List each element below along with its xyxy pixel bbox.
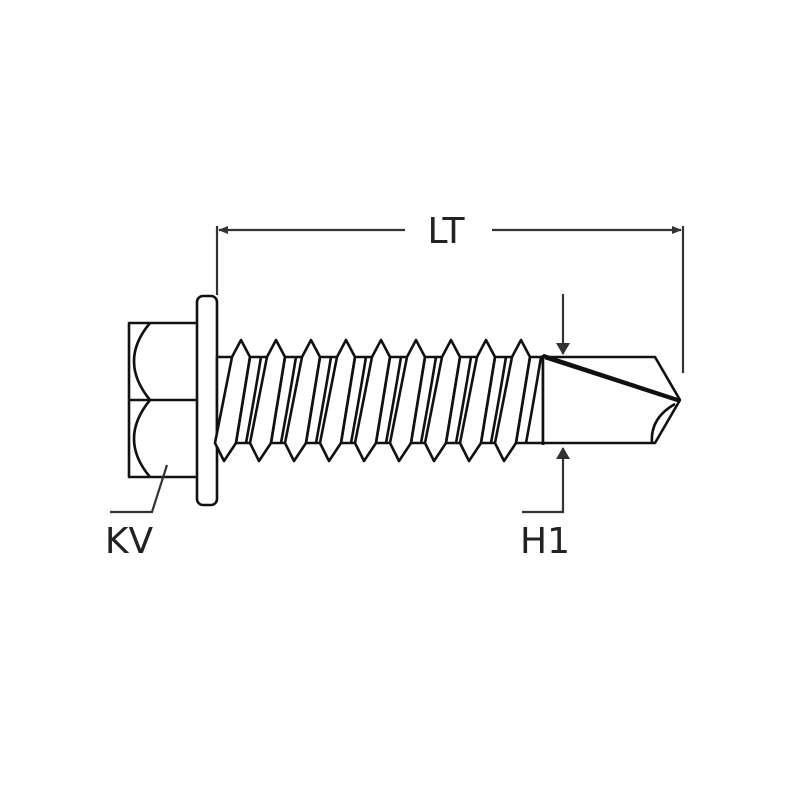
thread-line bbox=[244, 356, 263, 444]
thread-line bbox=[349, 356, 368, 444]
thread-line bbox=[444, 356, 462, 444]
head-size-dimension: KV bbox=[105, 464, 169, 562]
diameter-label: H1 bbox=[520, 521, 570, 562]
thread-line bbox=[489, 356, 508, 444]
thread-line bbox=[374, 356, 392, 444]
length-dimension: LT bbox=[215, 211, 685, 373]
thread-line bbox=[454, 356, 473, 444]
thread-line bbox=[419, 356, 438, 444]
thread-line bbox=[524, 356, 543, 444]
thread-line bbox=[234, 356, 252, 444]
drill-point bbox=[541, 353, 682, 445]
thread-line bbox=[314, 356, 333, 444]
washer bbox=[195, 294, 219, 507]
thread-line bbox=[514, 356, 532, 444]
thread-line bbox=[384, 356, 403, 444]
head-size-label: KV bbox=[105, 521, 154, 562]
thread-section bbox=[213, 338, 546, 463]
thread-line bbox=[339, 356, 357, 444]
hex-head bbox=[127, 321, 201, 479]
thread-line bbox=[304, 356, 322, 444]
thread-line bbox=[279, 356, 298, 444]
length-label: LT bbox=[427, 211, 465, 252]
diameter-dimension: H1 bbox=[520, 294, 570, 562]
thread-line bbox=[409, 356, 427, 444]
thread-line bbox=[479, 356, 497, 444]
thread-line bbox=[269, 356, 287, 444]
